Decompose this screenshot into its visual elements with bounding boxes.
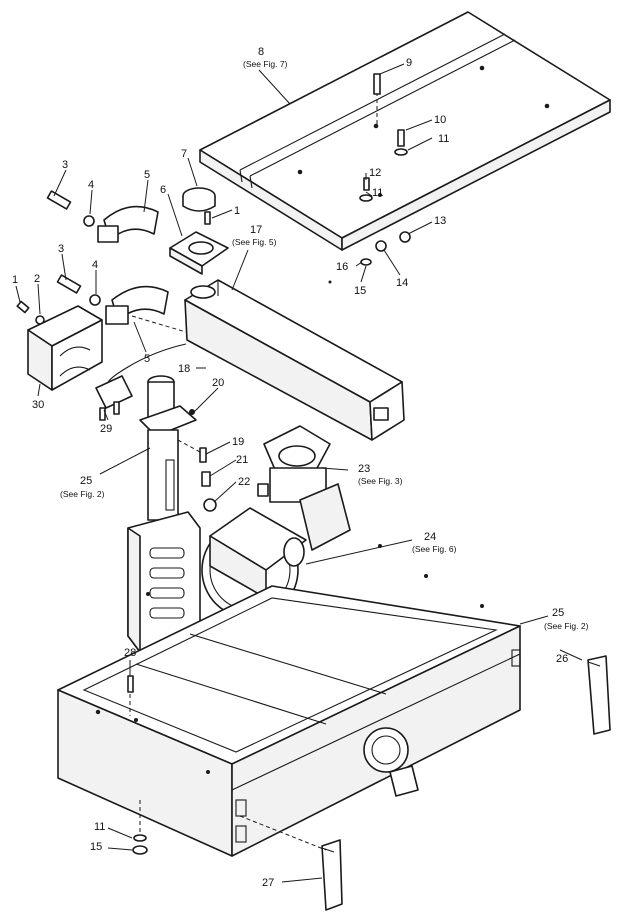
callout-8-note: (See Fig. 7) (243, 59, 288, 69)
lower-clamp (56, 274, 169, 325)
callout-11-mid: 11 (372, 187, 383, 199)
callout-5-upper: 5 (144, 169, 150, 181)
callout-24: 24 (424, 531, 436, 543)
callout-21: 21 (236, 454, 248, 466)
callout-4-upper: 4 (88, 179, 94, 191)
callout-29: 29 (100, 423, 112, 435)
upper-clamp (46, 190, 159, 243)
callout-1-left: 1 (12, 274, 18, 286)
elevation-crank (363, 727, 419, 797)
callout-13: 13 (434, 215, 446, 227)
table-top (199, 11, 611, 251)
callout-5-lower: 5 (144, 353, 150, 365)
callout-15-lower: 15 (90, 841, 102, 853)
callout-8: 8 (258, 46, 264, 58)
callout-24-note: (See Fig. 6) (412, 544, 457, 554)
callout-7: 7 (181, 148, 187, 160)
callout-25-base: 25 (552, 607, 564, 619)
column-bracket (16, 300, 103, 391)
callout-11-upper: 11 (438, 133, 449, 145)
callout-4-lower: 4 (92, 259, 98, 271)
callout-11-lower: 11 (94, 821, 105, 833)
callout-labels: 8 (See Fig. 7) 9 10 11 12 11 13 16 14 15… (12, 46, 589, 889)
callout-30: 30 (32, 399, 44, 411)
callout-3-upper: 3 (62, 159, 68, 171)
callout-17: 17 (250, 224, 262, 236)
yoke-assembly (257, 425, 351, 551)
callout-23-note: (See Fig. 3) (358, 476, 403, 486)
arm-cap-assembly (169, 187, 229, 275)
column-assembly (139, 375, 197, 521)
callout-18: 18 (178, 363, 190, 375)
callout-23: 23 (358, 463, 370, 475)
callout-16: 16 (336, 261, 348, 273)
callout-25-column-note: (See Fig. 2) (60, 489, 105, 499)
callout-19: 19 (232, 436, 244, 448)
callout-3-lower: 3 (58, 243, 64, 255)
callout-27: 27 (262, 877, 274, 889)
callout-20: 20 (212, 377, 224, 389)
callout-26: 26 (556, 653, 568, 665)
callout-14: 14 (396, 277, 408, 289)
callout-2: 2 (34, 273, 40, 285)
foot-bottom (321, 839, 343, 911)
table-fasteners (328, 73, 411, 284)
callout-1-upper: 1 (234, 205, 240, 217)
radial-arm (184, 279, 405, 441)
leader-lines (15, 63, 583, 883)
callout-25-column: 25 (80, 475, 92, 487)
base-nut-washer (132, 800, 148, 855)
callout-9: 9 (406, 57, 412, 69)
callout-15-upper: 15 (354, 285, 366, 297)
callout-25-base-note: (See Fig. 2) (544, 621, 589, 631)
cord-clip (95, 375, 133, 421)
callout-17-note: (See Fig. 5) (232, 237, 277, 247)
callout-10: 10 (434, 114, 446, 126)
foot-right (587, 655, 611, 735)
column-fasteners (177, 439, 217, 512)
callout-6: 6 (160, 184, 166, 196)
callout-28: 28 (124, 647, 136, 659)
callout-12: 12 (369, 167, 381, 179)
callout-22: 22 (238, 476, 250, 488)
